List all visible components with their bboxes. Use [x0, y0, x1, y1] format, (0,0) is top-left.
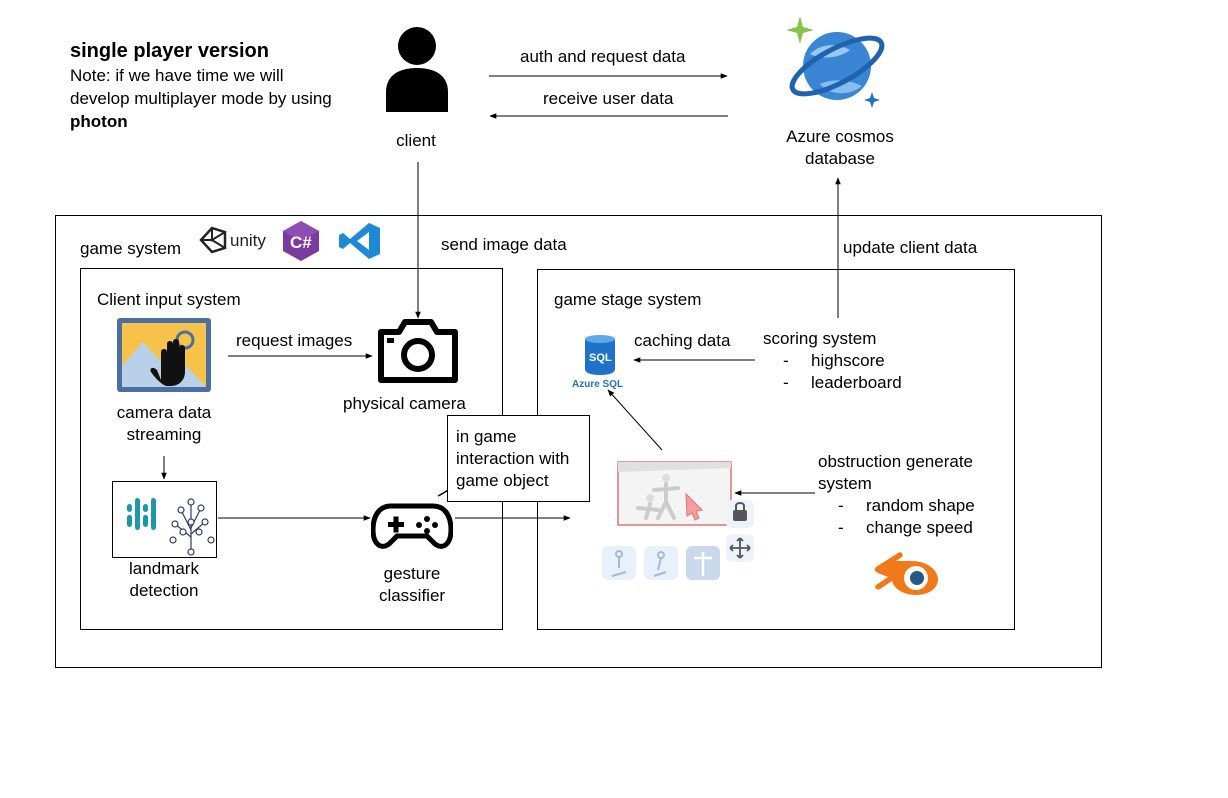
obstruction-item-random-shape: -random shape	[838, 496, 975, 515]
client-label: client	[396, 131, 436, 150]
gesture-label-1: gesture	[383, 564, 441, 583]
scoring-system-title: scoring system	[763, 329, 877, 348]
send-image-label: send image data	[441, 235, 567, 254]
interaction-callout: in game interaction with game object	[447, 415, 590, 502]
azure-sql-text: Azure SQL	[572, 379, 623, 390]
cosmos-db-icon	[780, 14, 890, 114]
obstruction-label-1: obstruction generate	[818, 452, 973, 471]
client-input-system-label: Client input system	[97, 290, 241, 309]
scoring-list: -highscore -leaderboard	[783, 350, 902, 394]
callout-line-1: in game	[456, 427, 517, 446]
note-text: Note: if we have time we will develop mu…	[70, 66, 332, 108]
update-client-label: update client data	[843, 238, 978, 257]
caching-label: caching data	[634, 331, 731, 350]
object-to-sql-arrow	[607, 389, 663, 451]
azure-sql-icon: SQL Azure SQL	[571, 333, 637, 391]
scoring-item-highscore: -highscore	[783, 351, 885, 370]
callout-line-2: interaction with	[456, 449, 570, 468]
cosmos-label-2: database	[805, 149, 875, 168]
auth-label: auth and request data	[520, 47, 686, 66]
camera-stream-icon	[115, 316, 213, 394]
game-stage-system-label: game stage system	[554, 290, 702, 309]
landmark-label-2: detection	[129, 581, 199, 600]
obstruction-label-2: system	[818, 474, 872, 493]
diagram-heading: single player version	[70, 40, 269, 62]
camera-streaming-label-1: camera data	[116, 403, 212, 422]
game-system-label: game system	[80, 239, 182, 258]
azure-sql-badge: SQL	[589, 352, 612, 364]
note-photon: photon	[70, 112, 128, 131]
camera-icon	[377, 318, 459, 384]
cosmos-label-1: Azure cosmos	[786, 127, 894, 146]
callout-line-3: game object	[456, 471, 549, 490]
landmark-label-1: landmark	[129, 559, 199, 578]
camera-streaming-label-2: streaming	[126, 425, 202, 444]
obstruction-list: -random shape -change speed	[838, 495, 975, 539]
gesture-label-2: classifier	[378, 586, 446, 605]
unity-logo-text: unity	[230, 231, 266, 250]
mediapipe-icon	[112, 481, 217, 558]
blender-logo-icon	[872, 545, 942, 597]
receive-label: receive user data	[543, 89, 674, 108]
game-scene-icon	[600, 458, 760, 584]
unity-logo-icon: unity	[198, 224, 278, 256]
multiplayer-note: Note: if we have time we will develop mu…	[70, 64, 340, 133]
person-icon	[384, 26, 450, 112]
vscode-logo-icon	[338, 221, 382, 261]
csharp-logo-icon: C#	[281, 220, 321, 262]
csharp-logo-text: C#	[290, 233, 312, 252]
gamepad-icon	[370, 498, 454, 552]
physical-camera-label: physical camera	[343, 394, 466, 413]
game-system-box	[55, 215, 1102, 668]
obstruction-item-change-speed: -change speed	[838, 518, 973, 537]
scoring-item-leaderboard: -leaderboard	[783, 373, 902, 392]
request-images-label: request images	[236, 331, 353, 350]
